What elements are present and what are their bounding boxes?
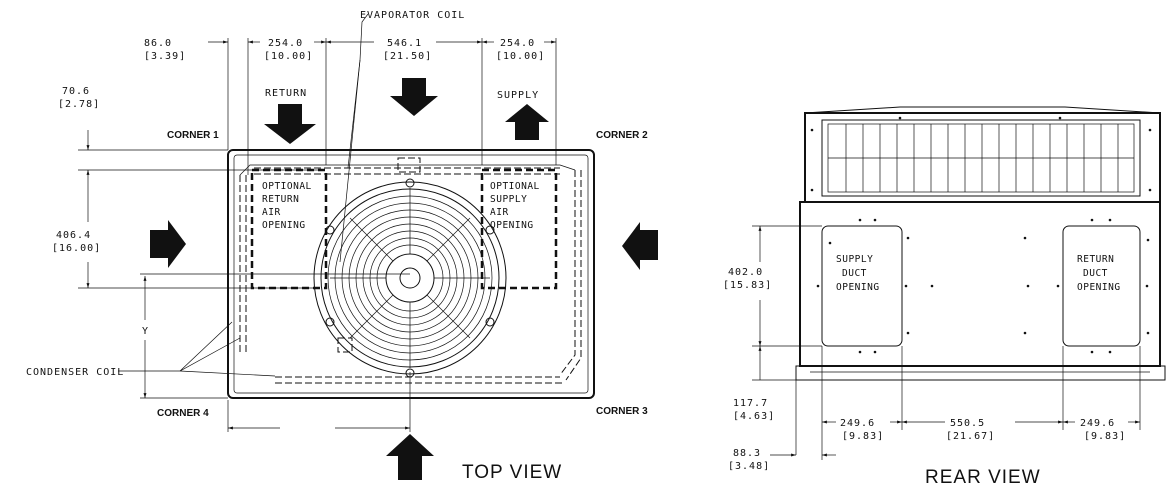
corner-1-label: CORNER 1	[167, 130, 219, 141]
dim-w3-mm: 249.6	[1080, 418, 1115, 429]
supply-opening-line-3: AIR	[490, 207, 509, 218]
rear-upper-panel	[804, 112, 1161, 203]
return-opening-line-4: OPENING	[262, 220, 306, 231]
supply-label: SUPPLY	[497, 90, 539, 101]
supply-up-arrow	[505, 104, 549, 140]
dim-d1-mm: 86.0	[144, 38, 172, 49]
return-label: RETURN	[265, 88, 307, 99]
dim-w2-mm: 550.5	[950, 418, 985, 429]
dim-d5-mm: 70.6	[62, 86, 90, 97]
rear-return-line-3: OPENING	[1077, 282, 1121, 293]
rear-view-title: REAR VIEW	[925, 467, 1041, 488]
rear-grille	[821, 119, 1141, 197]
top-view-title: TOP VIEW	[462, 462, 562, 483]
dim-w2-in: [21.67]	[946, 431, 995, 442]
rear-supply-line-3: OPENING	[836, 282, 880, 293]
supply-duct-opening	[821, 225, 903, 347]
dim-d5-in: [2.78]	[58, 99, 100, 110]
condenser-fan	[313, 178, 507, 378]
dim-d6-in: [16.00]	[52, 243, 101, 254]
supply-opening-line-2: SUPPLY	[490, 194, 527, 205]
dim-d3-mm: 546.1	[387, 38, 422, 49]
top-view: EVAPORATOR COIL CONDENSER COIL 86.0 [3.3…	[26, 10, 658, 483]
dim-d4-mm: 254.0	[500, 38, 535, 49]
corner-2-label: CORNER 2	[596, 130, 648, 141]
return-opening-line-2: RETURN	[262, 194, 299, 205]
condenser-label: CONDENSER COIL	[26, 367, 124, 378]
dim-d2-mm: 254.0	[268, 38, 303, 49]
evaporator-label: EVAPORATOR COIL	[360, 10, 465, 21]
dim-d2-in: [10.00]	[264, 51, 313, 62]
rear-return-line-2: DUCT	[1083, 268, 1108, 279]
dim-w1-mm: 249.6	[840, 418, 875, 429]
dim-d1-in: [3.39]	[144, 51, 186, 62]
dim-h3-mm: 88.3	[733, 448, 761, 459]
dim-d3-in: [21.50]	[383, 51, 432, 62]
right-side-arrow	[622, 222, 658, 270]
corner-4-label: CORNER 4	[157, 408, 209, 419]
rear-return-line-1: RETURN	[1077, 254, 1114, 265]
dim-h2-in: [4.63]	[733, 411, 775, 422]
supply-air-opening	[480, 168, 558, 290]
condenser-coil-path	[239, 167, 582, 384]
dim-d4-in: [10.00]	[496, 51, 545, 62]
dim-h1-mm: 402.0	[728, 267, 763, 278]
dim-d6-mm: 406.4	[56, 230, 91, 241]
y-label: Y	[142, 326, 149, 337]
dim-h1-in: [15.83]	[723, 280, 772, 291]
rear-base	[795, 365, 1166, 381]
left-side-arrow	[150, 220, 186, 268]
corner-3-label: CORNER 3	[596, 406, 648, 417]
dim-w1-in: [9.83]	[842, 431, 884, 442]
rear-supply-line-2: DUCT	[842, 268, 867, 279]
center-down-arrow	[390, 78, 438, 116]
supply-opening-line-4: OPENING	[490, 220, 534, 231]
rear-supply-line-1: SUPPLY	[836, 254, 873, 265]
return-down-arrow	[264, 104, 316, 144]
bottom-up-arrow	[386, 434, 434, 480]
return-opening-line-3: AIR	[262, 207, 281, 218]
dim-w3-in: [9.83]	[1084, 431, 1126, 442]
dim-h3-in: [3.48]	[728, 461, 770, 472]
dim-h2-mm: 117.7	[733, 398, 768, 409]
rear-view: SUPPLY DUCT OPENING RETURN DUCT OPENING …	[723, 106, 1166, 488]
return-opening-line-1: OPTIONAL	[262, 181, 312, 192]
supply-opening-line-1: OPTIONAL	[490, 181, 540, 192]
return-duct-opening	[1062, 225, 1141, 347]
